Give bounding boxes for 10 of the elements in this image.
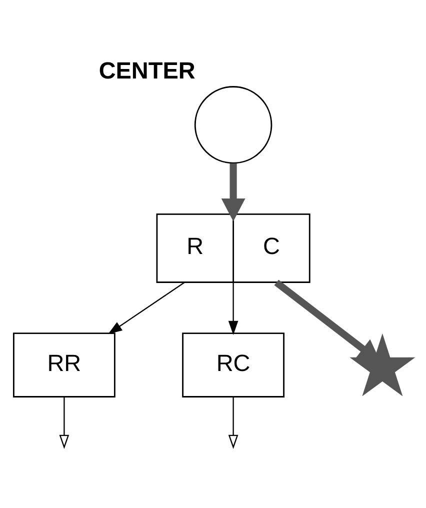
arrow [58, 396, 69, 448]
node-star [349, 332, 415, 396]
node-label: CENTER [98, 57, 195, 84]
arrow [220, 162, 245, 221]
node-box: RR [12, 332, 115, 397]
arrow [108, 282, 184, 334]
node-circle [194, 86, 272, 164]
arrow [228, 282, 238, 334]
node-box: RC [182, 332, 284, 397]
arrow [228, 396, 238, 448]
